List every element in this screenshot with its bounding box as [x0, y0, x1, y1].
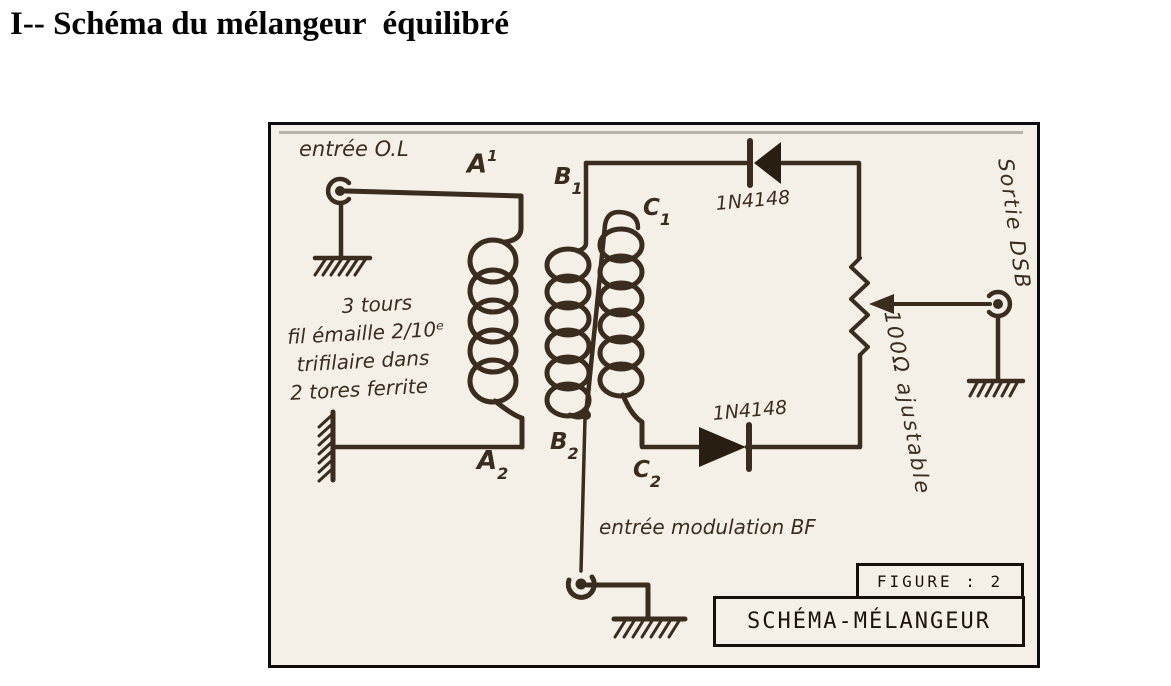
chassis-bar-symbol [317, 409, 336, 483]
scan-artifact-line [279, 131, 1023, 134]
terminal-b1-label: B1 [554, 164, 583, 198]
terminal-b2-label: B2 [550, 429, 579, 463]
coil-c [597, 226, 645, 448]
figure-title-box: SCHÉMA-MÉLANGEUR [713, 596, 1025, 647]
diode-top [747, 138, 781, 188]
ground-symbol-dsb [966, 378, 1026, 398]
circuit-drawing [312, 138, 1026, 639]
ground-symbol-ol [312, 255, 373, 277]
wire-bottom-rail [639, 442, 862, 450]
schematic-frame: entrée O.L A1 B1 C1 A2 B2 C2 3 tours fil… [268, 122, 1040, 668]
modulation-input-label: entrée modulation BF [599, 515, 816, 539]
potentiometer [849, 256, 992, 450]
page-title: I-- Schéma du mélangeur équilibré [10, 6, 509, 42]
wire-c1-lead [583, 209, 641, 418]
coil-note: 3 tours fil émaille 2/10ᵉ trifilaire dan… [285, 287, 448, 407]
figure-number-text: FIGURE : 2 [876, 571, 1004, 591]
figure-number-box: FIGURE : 2 [856, 563, 1024, 599]
diode-bottom [699, 422, 752, 472]
terminal-a2-label: A2 [477, 446, 509, 484]
terminal-c2-label: C2 [633, 457, 662, 491]
wiper-arrow [869, 294, 894, 314]
figure-title-text: SCHÉMA-MÉLANGEUR [747, 609, 991, 634]
dsb-connector [986, 289, 1013, 383]
wire-modulation [579, 416, 587, 573]
input-ol-label: entrée O.L [299, 137, 409, 161]
coil-a [467, 193, 525, 450]
wire-top-rail [583, 160, 862, 261]
ground-symbol-bf [611, 616, 688, 639]
bf-connector [565, 574, 651, 621]
terminal-c1-label: C1 [643, 195, 672, 229]
terminal-a1-label: A1 [467, 147, 498, 180]
coil-b [544, 246, 592, 420]
wire-ol-to-a1 [342, 188, 524, 199]
